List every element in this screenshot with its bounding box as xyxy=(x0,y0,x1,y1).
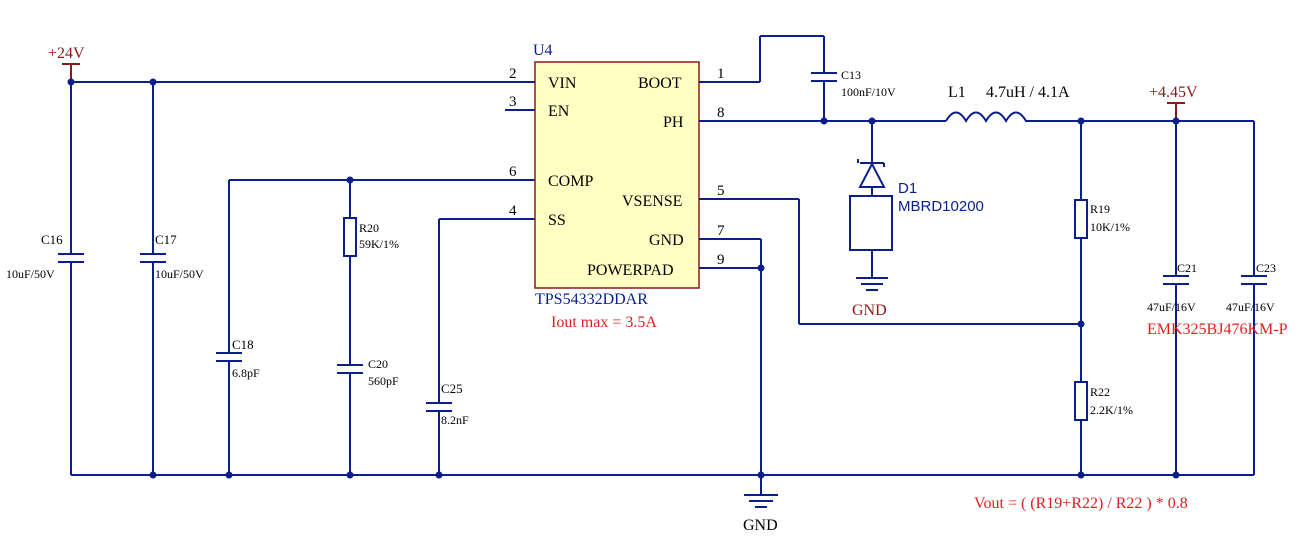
junction-gnd-c21 xyxy=(1172,471,1180,479)
c21-capacitor-symbol xyxy=(1163,275,1189,285)
c16-capacitor-symbol xyxy=(58,253,84,263)
pin-number-vin: 2 xyxy=(509,66,517,82)
c13-ref: C13 xyxy=(841,68,861,82)
vsense-wires xyxy=(699,121,1082,475)
junction-gnd-ic xyxy=(757,471,765,479)
c20-value: 560pF xyxy=(368,374,399,388)
junction-gnd-c25 xyxy=(435,471,443,479)
r22-resistor-symbol xyxy=(1074,381,1088,421)
junction-vout-divider xyxy=(1077,117,1085,125)
r19-ref: R19 xyxy=(1090,202,1110,216)
junction-gnd-r22 xyxy=(1077,471,1085,479)
cap-part-note: EMK325BJ476KM-P xyxy=(1147,321,1288,338)
pin-name-comp: COMP xyxy=(548,173,593,190)
gnd-main-label: GND xyxy=(743,517,778,534)
pin-number-boot: 1 xyxy=(717,66,725,82)
pin-name-en: EN xyxy=(548,103,570,120)
c23-capacitor-symbol xyxy=(1241,275,1267,285)
pin-number-ph: 8 xyxy=(717,105,725,121)
pin-name-vsense: VSENSE xyxy=(622,193,682,210)
c20-capacitor-symbol xyxy=(337,364,363,374)
gnd-main-symbol xyxy=(744,494,778,508)
u4-part: TPS54332DDAR xyxy=(535,291,648,308)
pin-name-vin: VIN xyxy=(548,75,577,92)
l1-inductor-symbol xyxy=(945,111,1030,123)
u4-iout-note: Iout max = 3.5A xyxy=(551,314,657,331)
pin-name-gnd: GND xyxy=(649,232,684,249)
c21-ref: C21 xyxy=(1177,261,1197,275)
c25-capacitor-symbol xyxy=(426,402,452,412)
r20-resistor-symbol xyxy=(343,217,357,257)
pin-number-ss: 4 xyxy=(509,203,517,219)
ic-gnd-wires xyxy=(699,238,762,495)
c17-ref: C17 xyxy=(155,232,177,247)
ss-wires xyxy=(438,218,535,475)
pin-name-ss: SS xyxy=(548,212,566,229)
junction-ph-c13 xyxy=(820,117,828,125)
c17-value: 10uF/50V xyxy=(155,267,204,281)
junction-vsense xyxy=(1077,320,1085,328)
c16-ref: C16 xyxy=(41,232,63,247)
junction-vout xyxy=(1172,117,1180,125)
u4-ref: U4 xyxy=(533,42,553,59)
junction-gnd-c17 xyxy=(149,471,157,479)
c20-ref: C20 xyxy=(368,357,388,371)
input-rail-wires xyxy=(70,81,535,475)
c16-value: 10uF/50V xyxy=(6,267,55,281)
vin-label: +24V xyxy=(48,45,85,62)
c13-value: 100nF/10V xyxy=(841,85,896,99)
junction-gnd-c20 xyxy=(346,471,354,479)
gnd-diode-symbol xyxy=(856,277,888,291)
l1-value: 4.7uH / 4.1A xyxy=(986,84,1070,101)
c23-value: 47uF/16V xyxy=(1226,300,1275,314)
junction-gnd-c18 xyxy=(225,471,233,479)
c13-capacitor-symbol xyxy=(811,72,837,82)
r20-value: 59K/1% xyxy=(359,237,399,251)
junction-vin-2 xyxy=(149,78,157,86)
vout-formula-note: Vout = ( (R19+R22) / R22 ) * 0.8 xyxy=(974,495,1188,512)
c23-ref: C23 xyxy=(1256,261,1276,275)
r22-value: 2.2K/1% xyxy=(1090,403,1133,417)
r19-value: 10K/1% xyxy=(1090,220,1130,234)
gnd-diode-label: GND xyxy=(852,302,887,319)
u4-ic-body xyxy=(534,61,700,289)
c21-value: 47uF/16V xyxy=(1147,300,1196,314)
pin-name-ph: PH xyxy=(663,114,684,131)
junction-powerpad xyxy=(757,264,765,272)
c17-capacitor-symbol xyxy=(140,253,166,263)
junction-vin-1 xyxy=(67,78,75,86)
r19-resistor-symbol xyxy=(1074,199,1088,239)
switch-node-wires xyxy=(699,35,1255,475)
comp-wires xyxy=(228,179,535,475)
junction-comp xyxy=(346,176,354,184)
pin-number-vsense: 5 xyxy=(717,183,725,199)
pin-name-boot: BOOT xyxy=(638,75,682,92)
c25-value: 8.2nF xyxy=(441,413,469,427)
vout-label: +4.45V xyxy=(1149,84,1198,101)
l1-ref: L1 xyxy=(948,84,966,101)
pin-name-powerpad: POWERPAD xyxy=(587,262,674,279)
pin-number-en: 3 xyxy=(509,94,517,110)
d1-value: MBRD10200 xyxy=(898,198,984,215)
r22-ref: R22 xyxy=(1090,385,1110,399)
c18-ref: C18 xyxy=(232,337,254,352)
c18-value: 6.8pF xyxy=(232,366,260,380)
c18-capacitor-symbol xyxy=(216,352,242,362)
d1-diode-symbol xyxy=(849,121,893,278)
r20-ref: R20 xyxy=(359,221,379,235)
pin-number-comp: 6 xyxy=(509,164,517,180)
pin-number-powerpad: 9 xyxy=(717,252,725,268)
c25-ref: C25 xyxy=(441,381,463,396)
d1-ref: D1 xyxy=(898,180,917,197)
pin-number-gnd: 7 xyxy=(717,223,725,239)
